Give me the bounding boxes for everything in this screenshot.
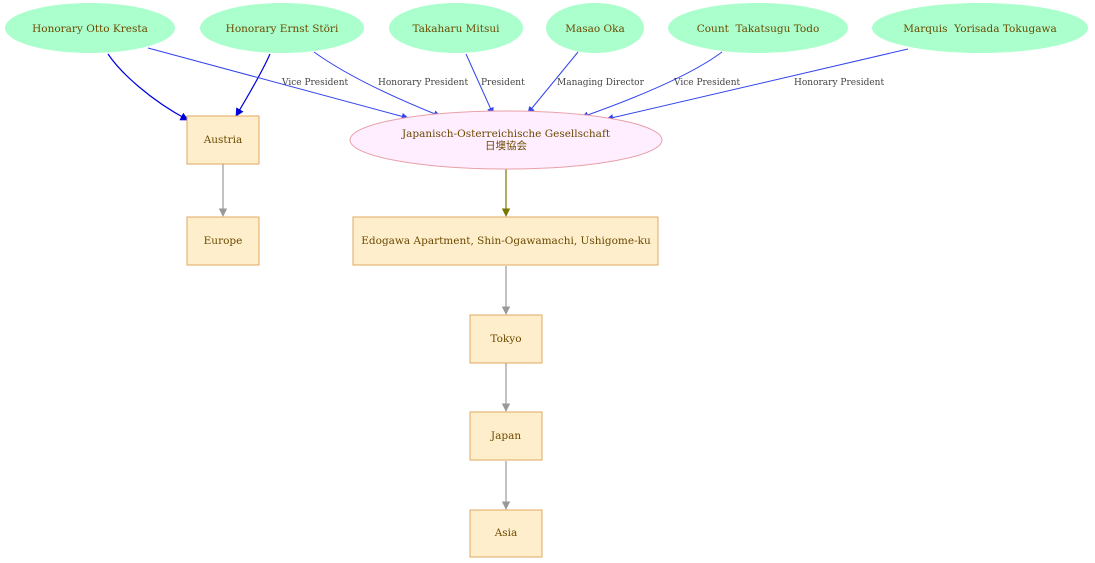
edge-tokugawa-gesellschaft [606, 48, 909, 121]
org-node-gesellschaft[interactable]: Japanisch-Osterreichische Gesellschaft 日… [349, 110, 663, 170]
person-node-yorisada-tokugawa[interactable]: Marquis Yorisada Tokugawa [872, 3, 1088, 53]
edge-todo-gesellschaft [581, 51, 723, 119]
org-label: Japanisch-Osterreichische Gesellschaft [401, 128, 611, 140]
place-node-europe[interactable]: Europe [186, 216, 260, 266]
edge-stori-austria [235, 53, 271, 117]
person-label: Count Takatsugu Todo [697, 23, 820, 35]
edge-kresta-gesellschaft [147, 47, 409, 120]
edge-label-stori: Honorary President [378, 78, 468, 88]
edge-mitsui-gesellschaft [465, 53, 494, 115]
edge-label-mitsui: President [481, 78, 525, 88]
person-node-masao-oka[interactable]: Masao Oka [546, 3, 644, 53]
place-node-japan[interactable]: Japan [469, 411, 543, 461]
place-label: Austria [203, 134, 243, 146]
place-node-asia[interactable]: Asia [469, 509, 543, 558]
org-label-japanese: 日墺協会 [485, 139, 527, 152]
place-label: Tokyo [490, 333, 521, 345]
place-label: Japan [490, 430, 521, 442]
person-node-takaharu-mitsui[interactable]: Takaharu Mitsui [389, 3, 523, 53]
person-label: Honorary Ernst Störi [226, 23, 339, 35]
place-node-edogawa[interactable]: Edogawa Apartment, Shin-Ogawamachi, Ushi… [352, 216, 659, 266]
person-label: Marquis Yorisada Tokugawa [903, 23, 1057, 35]
edge-stori-gesellschaft [313, 51, 441, 117]
place-node-austria[interactable]: Austria [186, 115, 260, 165]
edge-label-oka: Managing Director [557, 78, 645, 88]
edge-label-kresta: Vice President [281, 78, 349, 88]
edge-kresta-austria [107, 53, 189, 121]
person-node-takatsugu-todo[interactable]: Count Takatsugu Todo [668, 3, 848, 53]
person-node-ernst-stori[interactable]: Honorary Ernst Störi [200, 3, 364, 53]
person-node-otto-kresta[interactable]: Honorary Otto Kresta [5, 3, 175, 53]
edge-label-tokugawa: Honorary President [794, 78, 884, 88]
person-label: Takaharu Mitsui [412, 23, 500, 35]
edges: Vice President Honorary President Presid… [107, 47, 909, 510]
place-label: Edogawa Apartment, Shin-Ogawamachi, Ushi… [361, 235, 651, 247]
place-label: Europe [204, 235, 243, 247]
person-label: Honorary Otto Kresta [32, 23, 148, 35]
person-label: Masao Oka [565, 23, 625, 35]
edge-label-todo: Vice President [673, 78, 741, 88]
place-node-tokyo[interactable]: Tokyo [469, 314, 543, 364]
place-label: Asia [494, 527, 518, 539]
edge-oka-gesellschaft [527, 51, 579, 114]
